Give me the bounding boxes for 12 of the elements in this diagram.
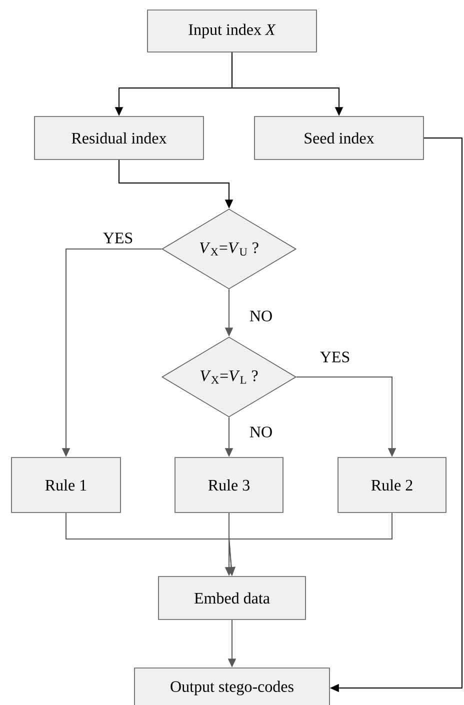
edge-label: NO bbox=[250, 310, 272, 322]
process-box: Output stego-codes bbox=[134, 668, 330, 705]
process-box: Input index X bbox=[147, 10, 317, 52]
edge-label: YES bbox=[320, 352, 350, 362]
edge-label: YES bbox=[103, 232, 132, 244]
process-box: Seed index bbox=[254, 116, 424, 160]
process-box: Residual index bbox=[34, 116, 204, 160]
process-box: Rule 2 bbox=[338, 457, 446, 513]
process-box: Embed data bbox=[158, 576, 306, 620]
process-box: Rule 1 bbox=[11, 457, 121, 513]
process-box: Rule 3 bbox=[174, 457, 284, 513]
edge-label: NO bbox=[250, 426, 272, 438]
